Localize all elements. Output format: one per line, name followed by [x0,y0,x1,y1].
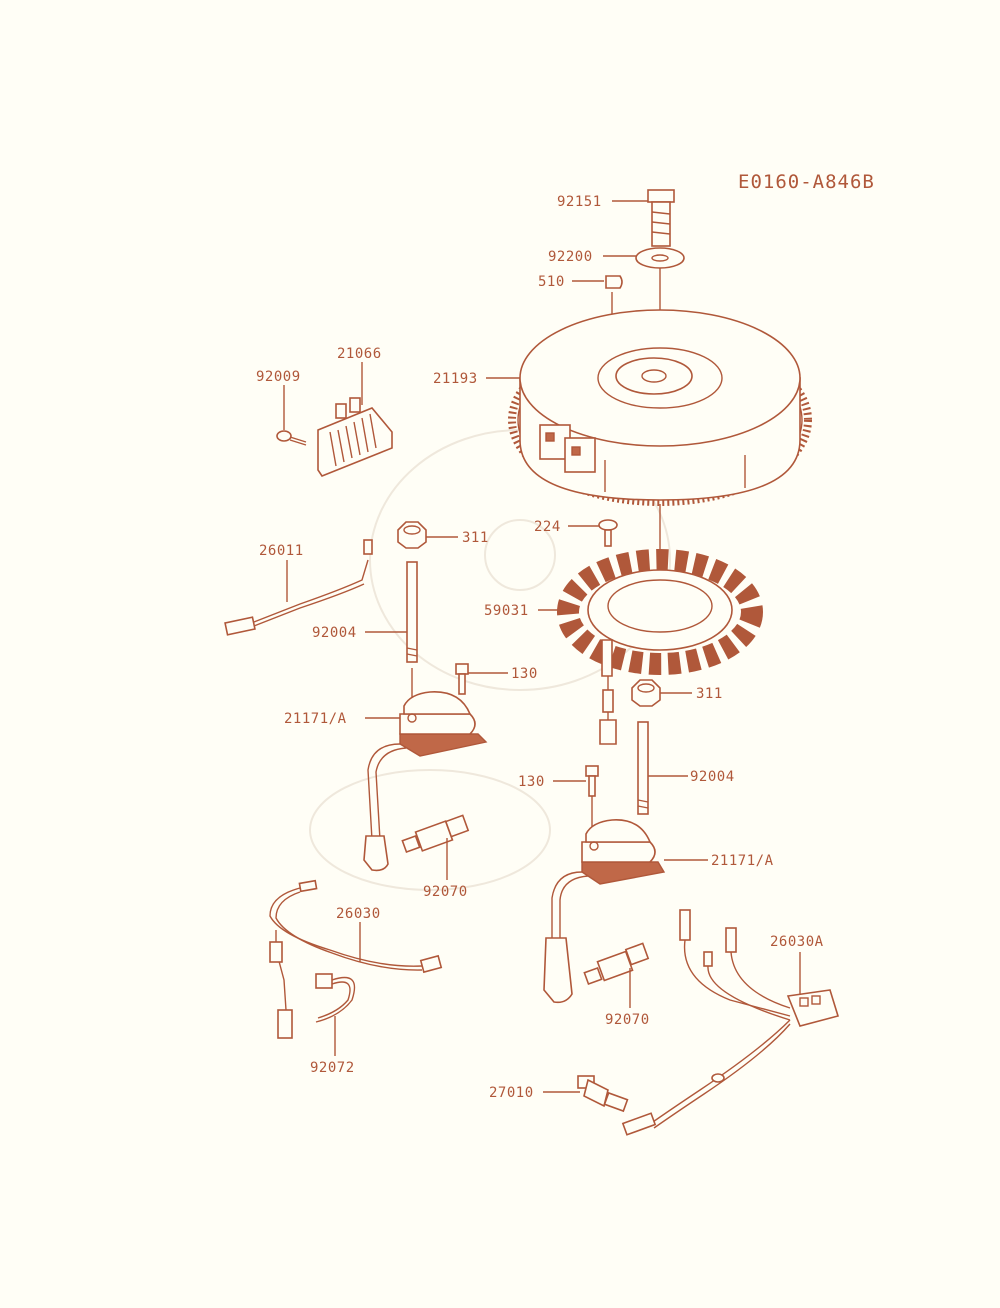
label-92009: 92009 [256,369,301,385]
lead-wire-26011-icon [224,539,373,636]
label-510: 510 [538,274,565,290]
label-311-right: 311 [696,686,723,702]
nut-311-right-icon [631,679,661,707]
regulator-21066-icon [317,397,393,477]
ignition-coil-right-icon [543,796,666,1004]
label-26030: 26030 [336,906,381,922]
label-92070-right: 92070 [605,1012,650,1028]
label-21171-right: 21171/A [711,853,774,869]
label-92070-left: 92070 [423,884,468,900]
ignition-coil-left-icon [363,668,488,872]
label-311-left: 311 [462,530,489,546]
stator-59031-icon [557,549,763,745]
stud-92004-right-icon [637,721,649,815]
label-92004-left: 92004 [312,625,357,641]
label-26030A: 26030A [770,934,824,950]
harness-26030A-icon [621,909,840,1136]
bolt-130-left-icon [455,663,469,695]
band-92072-icon [315,973,356,1023]
label-224: 224 [534,519,561,535]
label-92004-right: 92004 [690,769,735,785]
spark-plug-left-icon [401,814,470,854]
label-27010: 27010 [489,1085,534,1101]
label-59031: 59031 [484,603,529,619]
label-21171-left: 21171/A [284,711,347,727]
label-92151: 92151 [557,194,602,210]
stud-92004-left-icon [406,561,418,663]
label-130-right: 130 [518,774,545,790]
label-92072: 92072 [310,1060,355,1076]
nut-311-left-icon [397,521,427,549]
screw-224-icon [598,519,618,547]
label-21193: 21193 [433,371,478,387]
diagram-code: E0160-A846B [738,171,875,193]
bolt-130-right-icon [585,765,599,797]
washer-92200-icon [635,247,685,269]
label-130-left: 130 [511,666,538,682]
label-21066: 21066 [337,346,382,362]
lead-wire-26030-icon [269,879,443,1039]
pressure-switch-27010-icon [577,1075,629,1113]
bolt-92151-icon [647,189,675,247]
label-26011: 26011 [259,543,304,559]
screw-92009-icon [276,430,307,446]
spark-plug-right-icon [583,942,650,986]
flywheel-21193-icon [508,309,812,506]
label-92200: 92200 [548,249,593,265]
key-510-icon [605,275,623,289]
